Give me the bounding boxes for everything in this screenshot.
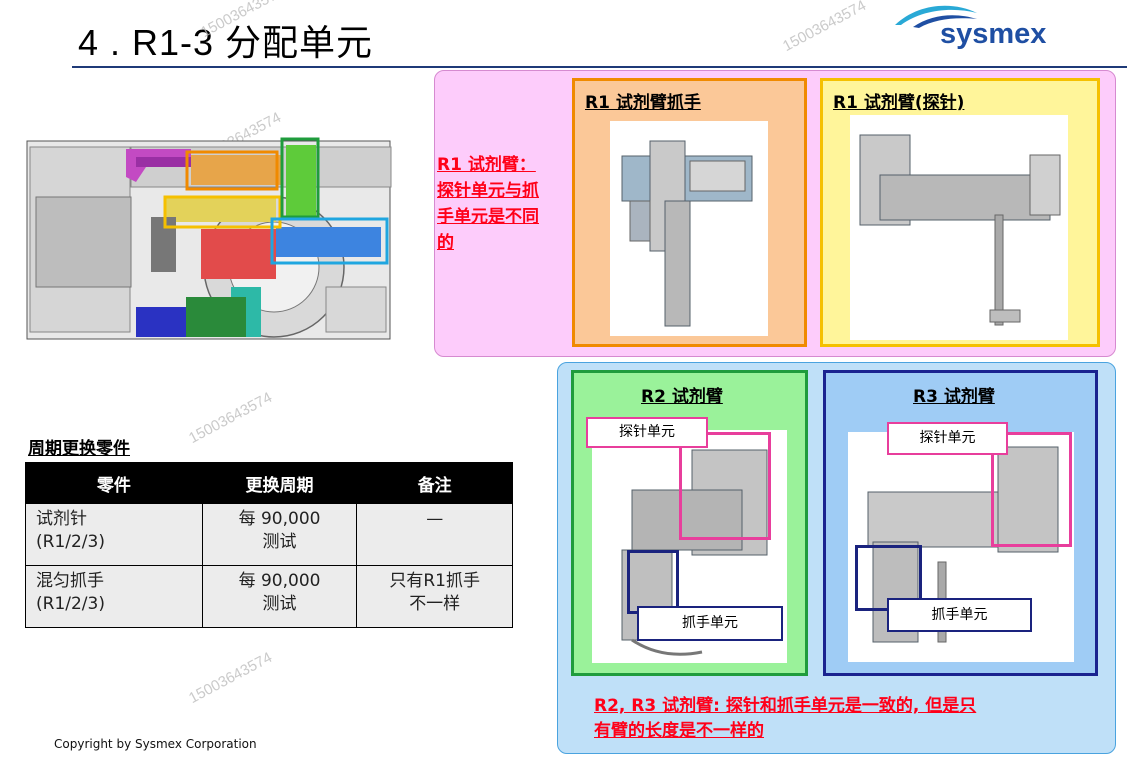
r1-probe-image: [850, 115, 1068, 340]
table-cell: 只有R1抓手 不一样: [356, 565, 513, 628]
table-header-cell: 零件: [25, 462, 203, 504]
parts-table: 零件 更换周期 备注 试剂针 (R1/2/3) 每 90,000 测试 — 混匀…: [25, 462, 513, 628]
title-underline: [72, 66, 1127, 68]
r3-gripper-label: 抓手单元: [887, 598, 1032, 632]
r1-gripper-image: [610, 121, 768, 336]
r1-note-line: 探针单元与抓: [437, 181, 539, 201]
r1-gripper-title: R1 试剂臂抓手: [585, 93, 701, 113]
table-cell: 试剂针 (R1/2/3): [25, 503, 203, 566]
r3-title: R3 试剂臂: [913, 387, 995, 407]
table-cell: 混匀抓手 (R1/2/3): [25, 565, 203, 628]
sysmex-logo: sysmex: [940, 18, 1047, 50]
table-header-cell: 备注: [356, 462, 513, 504]
r1-note-line: R1 试剂臂：: [437, 155, 536, 175]
r1-probe-title: R1 试剂臂(探针): [833, 93, 965, 113]
r2-gripper-label: 抓手单元: [637, 606, 783, 641]
r2-r3-note-line: R2, R3 试剂臂: 探针和抓手单元是一致的, 但是只: [594, 696, 977, 716]
page-title: 4 . R1-3 分配单元: [78, 22, 374, 63]
table-header-row: 零件 更换周期 备注: [25, 462, 513, 504]
table-caption: 周期更换零件: [28, 439, 130, 459]
watermark: 15003643574: [780, 0, 870, 56]
r2-r3-note: R2, R3 试剂臂: 探针和抓手单元是一致的, 但是只 有臂的长度是不一样的: [594, 694, 1104, 744]
r2-r3-note-line: 有臂的长度是不一样的: [594, 721, 764, 741]
sysmex-logo-swoosh-icon: [895, 5, 977, 28]
r2-gripper-highlight: [627, 550, 679, 614]
r1-note-line: 的: [437, 233, 454, 253]
table-cell: 每 90,000 测试: [201, 503, 358, 566]
watermark: 15003643574: [186, 388, 276, 448]
table-header-cell: 更换周期: [201, 462, 358, 504]
r2-title: R2 试剂臂: [641, 387, 723, 407]
r3-probe-highlight: [991, 432, 1072, 547]
r2-probe-highlight: [679, 432, 771, 540]
watermark: 15003643574: [186, 648, 276, 708]
r2-probe-label: 探针单元: [586, 417, 708, 448]
table-row: 试剂针 (R1/2/3) 每 90,000 测试 —: [25, 503, 513, 566]
table-cell: 每 90,000 测试: [201, 565, 358, 628]
r1-note: R1 试剂臂： 探针单元与抓 手单元是不同 的: [437, 152, 569, 256]
table-row: 混匀抓手 (R1/2/3) 每 90,000 测试 只有R1抓手 不一样: [25, 565, 513, 628]
copyright-footer: Copyright by Sysmex Corporation: [54, 737, 257, 751]
r3-probe-label: 探针单元: [887, 422, 1008, 455]
table-cell: —: [356, 503, 513, 566]
r1-note-line: 手单元是不同: [437, 207, 539, 227]
analyzer-overview-image: [26, 137, 392, 340]
